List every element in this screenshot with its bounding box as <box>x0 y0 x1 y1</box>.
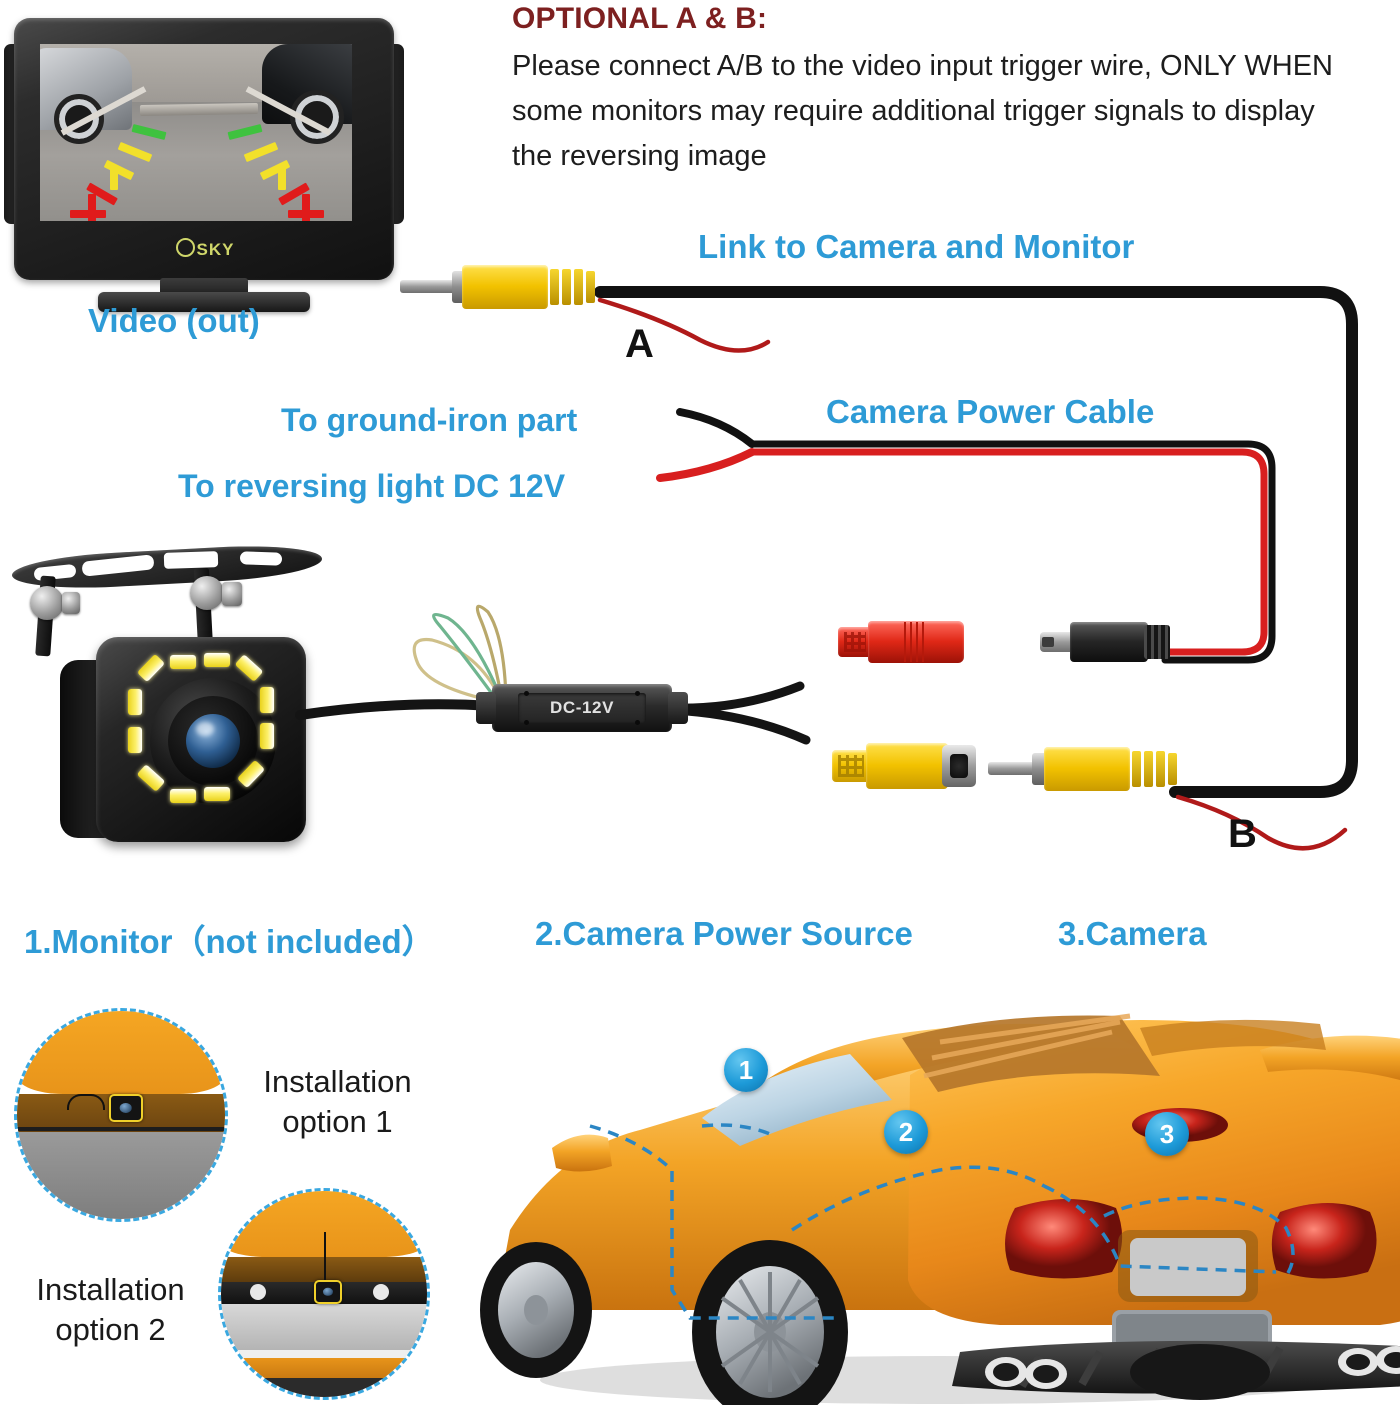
dc-screw-tl <box>524 691 529 696</box>
marker-b-label: B <box>1228 812 1257 856</box>
install-option-2-inset <box>218 1188 430 1400</box>
car-illustration <box>480 1013 1400 1405</box>
camera-lens-inner <box>186 714 240 768</box>
dc-red-ridges <box>904 622 926 662</box>
dc-power-module: DC-12V <box>476 684 688 732</box>
camera-lens-glare <box>196 722 214 736</box>
rca-b-pin <box>988 762 1040 775</box>
install-option-2-line2: option 2 <box>55 1312 166 1347</box>
inset2-chrome-strip <box>221 1349 427 1358</box>
rca-b-ridge-2 <box>1144 751 1153 787</box>
rca-f-body <box>866 743 948 789</box>
dc-module-right-cap <box>668 692 688 724</box>
bracket-screw-right <box>190 576 224 610</box>
rca-plug-a <box>400 258 605 322</box>
dc-screw-bl <box>524 720 529 725</box>
link-camera-monitor-label: Link to Camera and Monitor <box>698 228 1135 265</box>
monitor-screen <box>40 44 352 221</box>
car-badge-3: 3 <box>1145 1112 1189 1156</box>
rca-b-ridge-4 <box>1168 753 1177 785</box>
led-8 <box>170 789 196 803</box>
legend-item-power-source: 2.Camera Power Source <box>535 915 913 952</box>
brand-text: SKY <box>196 240 235 259</box>
inset2-grille <box>221 1378 427 1397</box>
guide-red-cross-right <box>302 194 310 221</box>
dc-module-label: DC-12V <box>549 698 615 717</box>
bracket-screw-left <box>30 586 64 620</box>
legend-item-monitor: 1.Monitor（not included） <box>24 923 435 960</box>
guide-yellow-cross-right <box>278 168 286 190</box>
optional-title: OPTIONAL A & B: <box>512 2 768 35</box>
dc-screw-tr <box>635 691 640 696</box>
brand-ring-icon <box>175 238 195 257</box>
rca-a-pin <box>400 280 462 293</box>
rca-b-barrel <box>1044 747 1130 791</box>
inset2-wire <box>324 1232 326 1281</box>
inset1-edge-line <box>17 1127 225 1132</box>
dc-black-body <box>1070 622 1148 662</box>
guide-red-bar-left <box>70 210 106 218</box>
install-option-1-inset <box>14 1008 228 1222</box>
car-badge-2: 2 <box>884 1110 928 1154</box>
rca-a-ridge-3 <box>574 269 583 305</box>
car-badge-1: 1 <box>724 1048 768 1092</box>
inset2-lower-orange <box>221 1357 427 1379</box>
install-option-2-label: Installation option 2 <box>8 1270 213 1350</box>
ground-label: To ground-iron part <box>281 402 578 438</box>
dc-screw-br <box>635 720 640 725</box>
install-option-2-line1: Installation <box>36 1272 185 1307</box>
rca-a-ridge-4 <box>586 271 595 303</box>
inset1-bumper <box>17 1131 225 1219</box>
guide-red-cross-left <box>88 194 96 221</box>
rca-a-ridge-1 <box>550 269 559 305</box>
inset1-wire <box>66 1094 105 1111</box>
rca-a-barrel <box>462 265 548 309</box>
rca-female-yellow <box>832 740 980 792</box>
install-option-1-line1: Installation <box>263 1064 412 1099</box>
inset2-camera-icon <box>313 1279 342 1304</box>
rca-b-ridge-1 <box>1132 751 1141 787</box>
dc-module-left-cap <box>476 692 496 724</box>
bracket-nut-right <box>222 582 242 606</box>
legend-item-camera: 3.Camera <box>1058 915 1207 952</box>
guide-yellow-cross-left <box>110 168 118 190</box>
marker-a-label: A <box>625 322 654 366</box>
dc-black-ridges <box>1144 625 1170 659</box>
inset2-plate-light-right <box>373 1283 390 1300</box>
inset1-body-panel <box>17 1011 225 1095</box>
inset2-plate-light-left <box>249 1283 266 1300</box>
led-2 <box>204 653 230 667</box>
dc-plug-black-male <box>1040 620 1172 666</box>
rca-b-ridge-3 <box>1156 751 1165 787</box>
video-out-label: Video (out) <box>88 302 260 339</box>
reversing-light-label: To reversing light DC 12V <box>178 468 566 504</box>
dc-module-panel: DC-12V <box>518 693 646 723</box>
led-7 <box>204 787 230 801</box>
install-option-1-line2: option 1 <box>282 1104 393 1139</box>
bracket-nut-left <box>62 592 80 614</box>
guide-red-bar-right <box>288 210 324 218</box>
install-option-1-label: Installation option 1 <box>240 1062 435 1142</box>
monitor-stand-foot <box>98 292 310 312</box>
rca-f-socket-hole <box>950 754 968 778</box>
rca-plug-b <box>988 742 1188 798</box>
monitor-brand-logo: SKY <box>150 238 260 262</box>
camera-power-cable-label: Camera Power Cable <box>826 393 1155 430</box>
inset2-license-plate <box>221 1304 427 1350</box>
dc-red-grip <box>844 632 866 652</box>
optional-description: Please connect A/B to the video input tr… <box>512 50 1333 172</box>
cable-top-svg <box>594 286 1358 851</box>
rca-a-ridge-2 <box>562 269 571 305</box>
screen-wheel-left <box>54 94 104 144</box>
inset1-camera-icon <box>108 1094 143 1123</box>
led-1 <box>170 655 196 669</box>
dc-black-pin-hole <box>1042 637 1054 647</box>
dc-jack-red-female <box>838 618 968 668</box>
rca-f-grip <box>838 755 864 777</box>
camera-led-ring <box>96 637 306 842</box>
